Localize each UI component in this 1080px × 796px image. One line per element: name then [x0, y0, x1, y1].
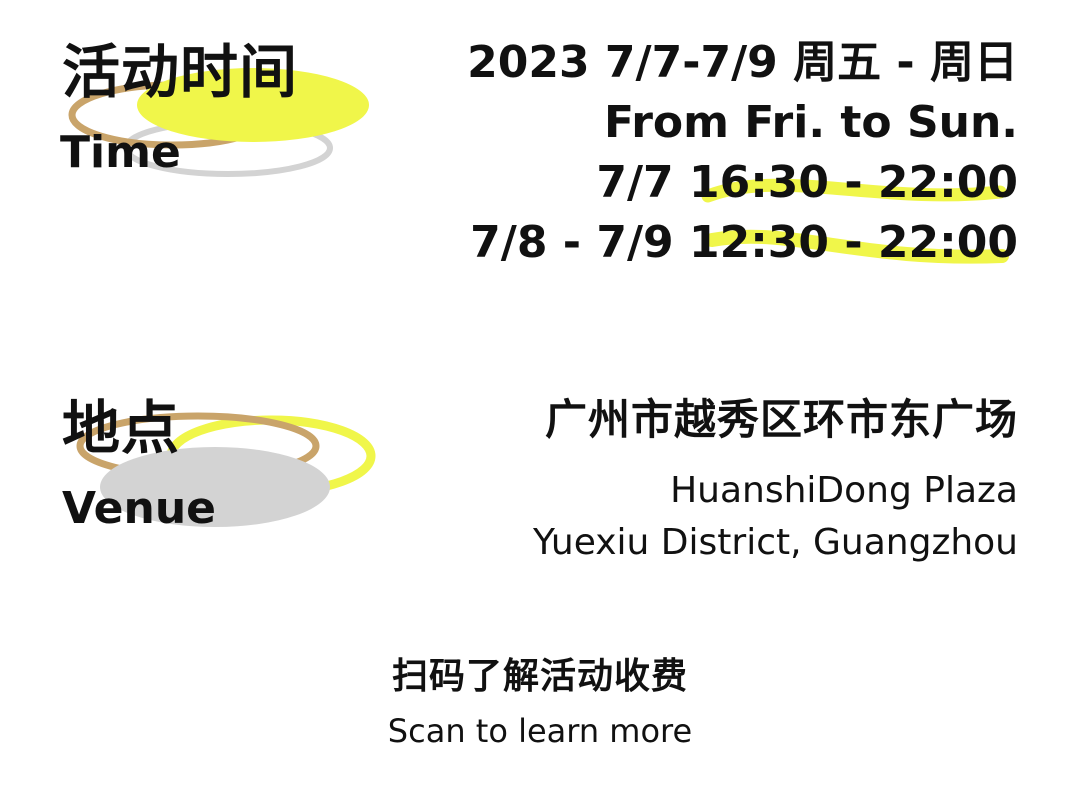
time-heading-cn: 活动时间	[62, 38, 299, 106]
scan-text-en: Scan to learn more	[387, 712, 693, 750]
time-hours-day2-3: 7/8 - 7/9 12:30 - 22:00	[470, 217, 1018, 268]
gray-blob-shape	[100, 447, 330, 527]
time-highlight-stroke-2	[705, 229, 1009, 264]
venue-name-cn: 广州市越秀区环市东广场	[544, 395, 1018, 444]
venue-heading-cn: 地点	[62, 394, 181, 462]
time-date-range: 2023 7/7-7/9 周五 - 周日	[467, 37, 1018, 88]
time-weekday-range: From Fri. to Sun.	[603, 97, 1018, 148]
venue-name-en-line1: HuanshiDong Plaza	[670, 470, 1018, 511]
time-hours-day1: 7/7 16:30 - 22:00	[596, 157, 1018, 208]
time-heading-decoration	[68, 68, 369, 177]
scan-text-cn: 扫码了解活动收费	[391, 656, 688, 697]
venue-heading-en: Venue	[62, 483, 216, 534]
yellow-blob-shape	[137, 68, 369, 142]
time-heading-en: Time	[60, 127, 181, 178]
venue-heading-decoration	[76, 412, 376, 527]
venue-name-en-line2: Yuexiu District, Guangzhou	[533, 522, 1018, 563]
time-highlight-stroke-1	[701, 178, 1007, 203]
